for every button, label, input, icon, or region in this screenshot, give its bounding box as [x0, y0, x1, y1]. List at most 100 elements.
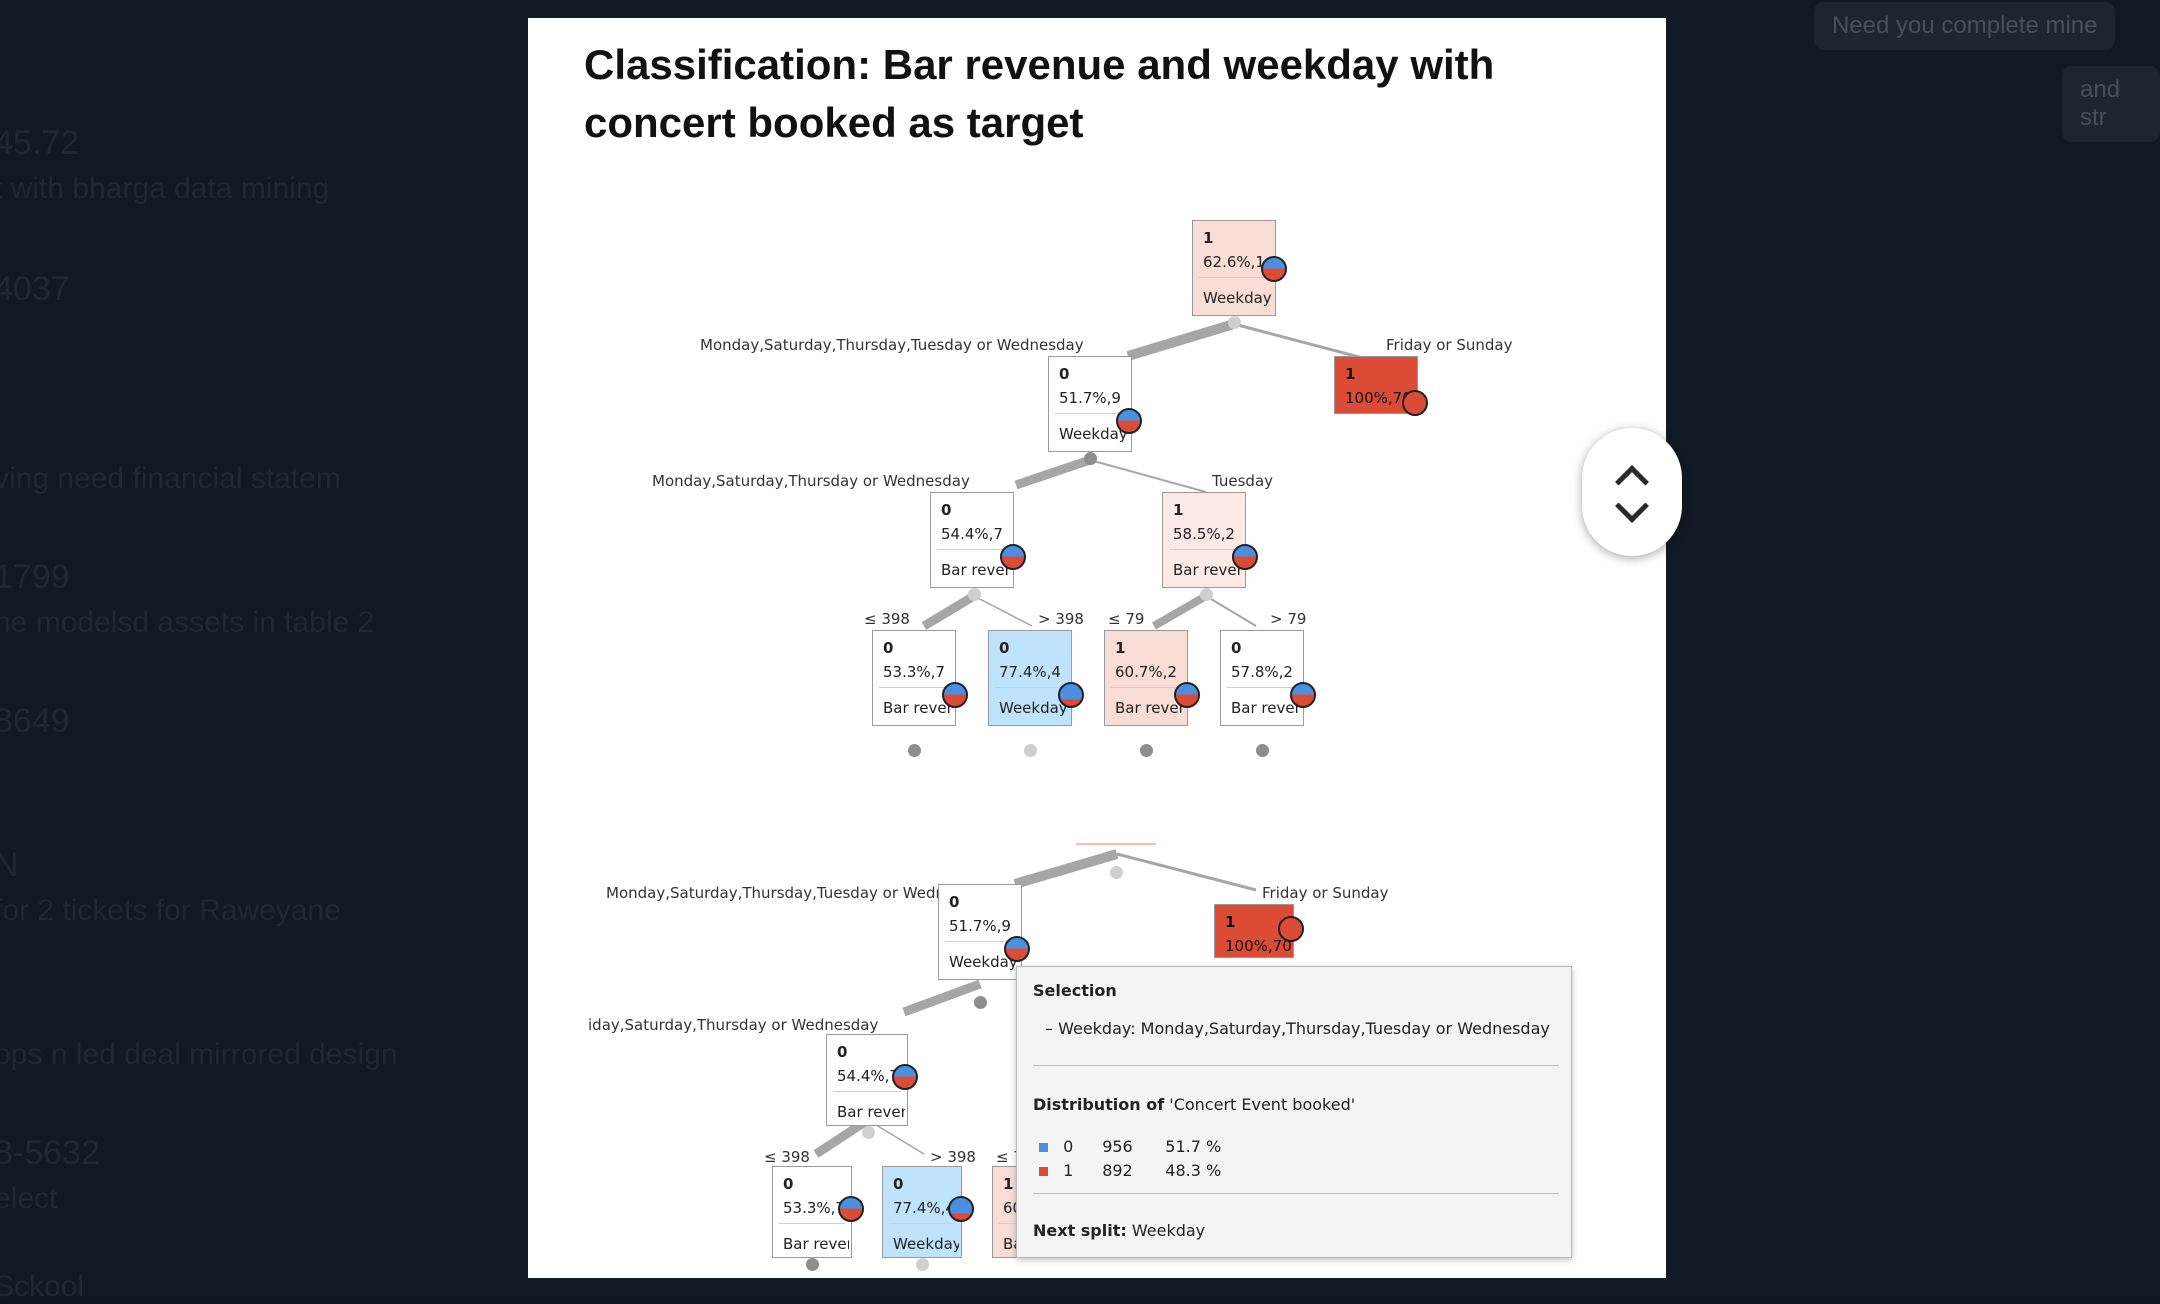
- node-pie-icon: [1402, 390, 1428, 416]
- node-class: 0: [883, 639, 894, 657]
- bg-text: 1799: [0, 558, 70, 596]
- tree-node-bar-revenue[interactable]: 1 58.5%,2 Bar reven: [1162, 492, 1246, 588]
- edge-line: [1014, 455, 1092, 490]
- tree-node-weekday[interactable]: 0 51.7%,9 Weekday: [938, 884, 1022, 980]
- node-percent: 60.7%,2: [1115, 663, 1177, 681]
- node-connector-dot: [1084, 452, 1097, 465]
- edge-label: Friday or Sunday: [1386, 336, 1513, 354]
- node-connector-dot: [1110, 866, 1123, 879]
- edge-label: iday,Saturday,Thursday or Wednesday: [588, 1016, 879, 1034]
- node-connector-dot: [1200, 588, 1213, 601]
- node-percent: 54.4%,7: [837, 1067, 899, 1085]
- node-split: Weekday: [949, 953, 1018, 971]
- tooltip-next-label: Next split:: [1033, 1221, 1127, 1240]
- node-split: Weekday: [999, 699, 1068, 717]
- node-class: 1: [1003, 1175, 1014, 1193]
- node-pie-icon: [1261, 256, 1287, 282]
- node-divider: [945, 941, 1015, 942]
- tree-leaf-node[interactable]: 0 77.4%,4 Weekday: [882, 1166, 962, 1258]
- node-tooltip: Selection – Weekday: Monday,Saturday,Thu…: [1016, 966, 1572, 1258]
- node-pie-icon: [1290, 682, 1316, 708]
- node-connector-dot: [1228, 316, 1241, 329]
- tree-node-leaf[interactable]: 1 100%,70: [1334, 356, 1418, 414]
- node-split: Bar reven: [837, 1103, 905, 1121]
- tooltip-next-split: Next split: Weekday: [1033, 1221, 1205, 1240]
- node-percent: 100%,70: [1225, 937, 1292, 955]
- node-class: 1: [1345, 365, 1356, 383]
- node-divider: [1055, 413, 1125, 414]
- tree-leaf-node[interactable]: 0 57.8%,2 Bar reven: [1220, 630, 1304, 726]
- dist-class: 1: [1063, 1161, 1074, 1180]
- tooltip-selection: – Weekday: Monday,Saturday,Thursday,Tues…: [1045, 1019, 1550, 1038]
- edge-line: [1013, 849, 1119, 889]
- bg-text: 8-5632: [0, 1134, 100, 1172]
- edge-line: [1152, 592, 1208, 630]
- tree-leaf-node[interactable]: 0 77.4%,4 Weekday: [988, 630, 1072, 726]
- tooltip-heading: Selection: [1033, 981, 1117, 1000]
- node-connector-dot: [1256, 744, 1269, 757]
- tree-leaf-node[interactable]: 0 53.3%,7 Bar reven: [872, 630, 956, 726]
- node-divider: [1199, 277, 1269, 278]
- bg-top-button[interactable]: Need you complete mine: [1814, 2, 2116, 50]
- edge-line: [973, 595, 1033, 627]
- tree-node-bar-revenue[interactable]: 0 54.4%,7 Bar reven: [826, 1034, 908, 1126]
- tree-node-weekday[interactable]: 0 51.7%,9 Weekday: [1048, 356, 1132, 452]
- tree-edges: [813, 319, 1379, 1158]
- node-percent: 58.5%,2: [1173, 525, 1235, 543]
- node-connector-dot: [908, 744, 921, 757]
- tooltip-divider: [1033, 1065, 1559, 1066]
- node-pie-icon: [942, 682, 968, 708]
- node-percent: 62.6%,1: [1203, 253, 1265, 271]
- node-percent: 51.7%,9: [1059, 389, 1121, 407]
- tooltip-dist-target: 'Concert Event booked': [1169, 1095, 1356, 1114]
- bg-text: ops n led deal mirrored design: [0, 1038, 398, 1071]
- edge-line: [1116, 852, 1257, 892]
- node-class: 1: [1115, 639, 1126, 657]
- edge-label: Monday,Saturday,Thursday,Tuesday or Wedn…: [606, 884, 990, 902]
- dist-percent: 51.7 %: [1165, 1137, 1222, 1156]
- node-divider: [833, 1091, 901, 1092]
- node-class: 1: [1173, 501, 1184, 519]
- tree-node-bar-revenue[interactable]: 0 54.4%,7 Bar reven: [930, 492, 1014, 588]
- edge-label: Tuesday: [1212, 472, 1274, 490]
- node-class: 0: [1059, 365, 1070, 383]
- bg-text: elect: [0, 1182, 58, 1215]
- dist-count: 956: [1102, 1137, 1133, 1156]
- edge-label: > 398: [1038, 610, 1084, 628]
- node-connector-dot: [1024, 744, 1037, 757]
- bg-text: ving need financial statem: [0, 462, 341, 495]
- chevron-down-icon[interactable]: [1615, 489, 1649, 523]
- node-percent: 51.7%,9: [949, 917, 1011, 935]
- node-percent: 53.3%,7: [883, 663, 945, 681]
- class-0-swatch-icon: [1039, 1143, 1048, 1152]
- node-connector-dot: [916, 1258, 929, 1271]
- node-pie-icon: [1116, 408, 1142, 434]
- node-class: 1: [1225, 913, 1236, 931]
- dist-count: 892: [1102, 1161, 1133, 1180]
- bg-side-button[interactable]: and str: [2062, 66, 2160, 142]
- bg-text: 4037: [0, 270, 70, 308]
- node-class: 0: [941, 501, 952, 519]
- node-connector-dot: [806, 1258, 819, 1271]
- dist-class: 0: [1063, 1137, 1074, 1156]
- node-divider: [889, 1223, 955, 1224]
- class-1-swatch-icon: [1039, 1167, 1048, 1176]
- node-split: Bar reven: [941, 561, 1011, 579]
- node-pie-icon: [1000, 544, 1026, 570]
- node-divider: [879, 687, 949, 688]
- tooltip-dist-label: Distribution of: [1033, 1095, 1165, 1114]
- edge-line: [1089, 459, 1207, 493]
- node-connector-dot: [862, 1126, 875, 1139]
- node-divider: [1169, 549, 1239, 550]
- edge-line: [902, 979, 982, 1017]
- scroll-navigation[interactable]: [1582, 428, 1682, 556]
- node-split: Weekday: [1203, 289, 1272, 307]
- bg-text: for 2 tickets for Raweyane: [0, 894, 341, 927]
- tooltip-next-value: Weekday: [1131, 1221, 1206, 1240]
- node-class: 0: [1231, 639, 1242, 657]
- node-percent: 54.4%,7: [941, 525, 1003, 543]
- bg-text: N: [0, 846, 19, 884]
- tree-leaf-node[interactable]: 1 60.7%,2 Bar reven: [1104, 630, 1188, 726]
- node-pie-icon: [1174, 682, 1200, 708]
- node-pie-icon: [838, 1196, 864, 1222]
